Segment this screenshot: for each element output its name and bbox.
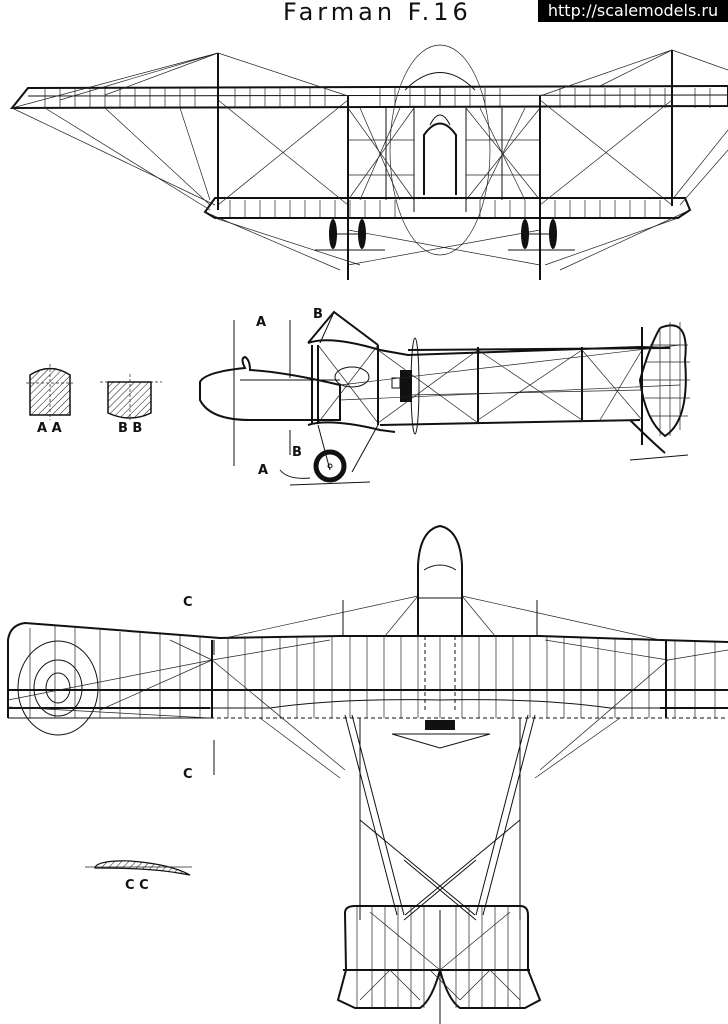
side-label-a-bottom: A: [258, 463, 268, 478]
watermark-link[interactable]: http://scalemodels.ru: [538, 0, 728, 22]
side-label-b-top: B: [313, 307, 323, 322]
side-view: A B B A: [199, 307, 690, 486]
plan-view: C C: [7, 524, 728, 1024]
section-aa: A A: [26, 364, 73, 436]
section-bb: B B: [100, 374, 162, 436]
section-aa-label: A A: [37, 421, 62, 436]
front-view: [9, 44, 728, 280]
side-label-b-bottom: B: [292, 445, 302, 460]
drawing-title: Farman F.16: [283, 0, 472, 26]
section-cc-label: C C: [125, 878, 149, 893]
side-label-a-top: A: [256, 315, 266, 330]
plan-label-c-top: C: [183, 595, 193, 610]
plan-label-c-bottom: C: [183, 767, 193, 782]
section-cc: C C: [85, 860, 192, 893]
section-bb-label: B B: [118, 421, 142, 436]
